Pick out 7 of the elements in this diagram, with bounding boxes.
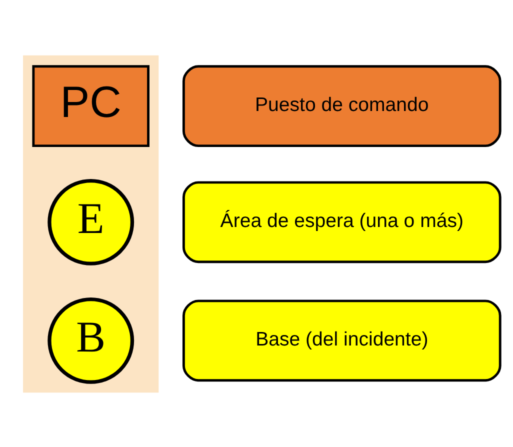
node-circle: E bbox=[47, 178, 134, 265]
node-circle: B bbox=[47, 296, 134, 384]
cluster bbox=[22, 54, 158, 392]
node-box: Base (del incidente) bbox=[182, 299, 501, 382]
node-box: PC bbox=[32, 64, 149, 147]
node-box: Puesto de comando bbox=[182, 64, 501, 147]
node-box: Área de espera (una o más) bbox=[182, 180, 501, 263]
